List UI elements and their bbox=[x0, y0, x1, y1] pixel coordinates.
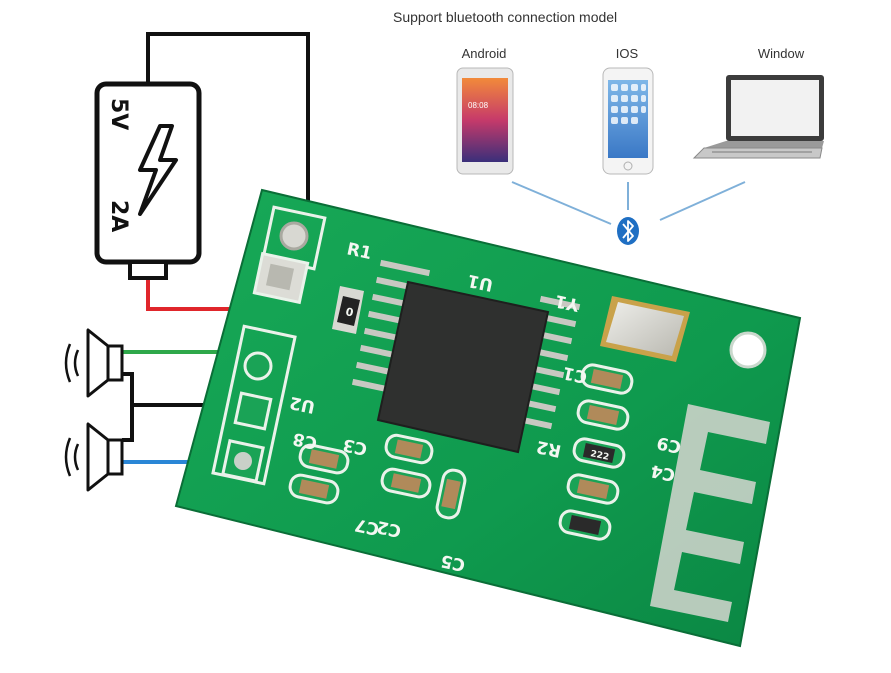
capacitor-c7 bbox=[380, 467, 432, 499]
resistor-value: 222 bbox=[589, 449, 609, 463]
power-pads bbox=[252, 205, 327, 305]
wire-speaker-common bbox=[122, 372, 134, 442]
mounting-hole bbox=[729, 331, 767, 369]
label-c8: C8 bbox=[291, 428, 319, 453]
label-c4: C4 bbox=[649, 460, 677, 485]
battery: 5V 2A bbox=[94, 81, 202, 280]
capacitor-c3 bbox=[384, 433, 434, 465]
panel-title: Support bluetooth connection model bbox=[393, 9, 617, 25]
wire-positive bbox=[146, 32, 310, 205]
laptop-icon bbox=[692, 75, 824, 159]
connection-lines bbox=[511, 181, 746, 225]
wire-negative bbox=[146, 278, 266, 311]
device-label-ios: IOS bbox=[616, 46, 639, 61]
device-label-android: Android bbox=[462, 46, 507, 61]
smd-components: 222 bbox=[288, 363, 634, 541]
battery-current: 2A bbox=[106, 200, 131, 232]
label-c2: C2 bbox=[375, 516, 403, 541]
speaker-left-icon bbox=[64, 328, 124, 398]
bluetooth-support-panel: Support bluetooth connection model Andro… bbox=[385, 0, 851, 248]
wires bbox=[122, 32, 310, 464]
bluetooth-icon bbox=[617, 217, 639, 245]
capacitor-c5 bbox=[435, 468, 467, 520]
capacitor-c8 bbox=[298, 443, 350, 475]
amplifier-chip bbox=[351, 259, 581, 454]
crystal-oscillator bbox=[600, 296, 690, 362]
iphone-icon bbox=[602, 67, 654, 175]
lightning-icon bbox=[138, 124, 178, 216]
label-c5: C5 bbox=[439, 550, 467, 575]
capacitor-c1 bbox=[580, 363, 634, 395]
battery-voltage: 5V bbox=[106, 98, 131, 130]
resistor-r1: 0 bbox=[332, 286, 364, 334]
label-c9: C9 bbox=[655, 432, 683, 457]
capacitor-c2 bbox=[288, 473, 340, 505]
capacitor-c4 bbox=[566, 473, 620, 505]
speaker-pads bbox=[211, 324, 297, 486]
label-c7: C7 bbox=[353, 514, 381, 539]
pcb-antenna bbox=[650, 404, 770, 622]
label-c3: C3 bbox=[341, 434, 369, 459]
android-phone-icon: 08:08 bbox=[456, 67, 514, 175]
capacitor-c9 bbox=[576, 399, 630, 431]
svg-text:08:08: 08:08 bbox=[468, 101, 489, 110]
speaker-right-icon bbox=[64, 422, 124, 492]
r1-marking: 0 bbox=[344, 305, 355, 319]
capacitor-c6 bbox=[558, 509, 612, 541]
label-c1: C1 bbox=[561, 362, 589, 387]
amplifier-board: 0 222 R1 U1 Y1 U2 C8 C3 C bbox=[174, 188, 802, 648]
device-label-window: Window bbox=[758, 46, 805, 61]
resistor-r2: 222 bbox=[572, 437, 626, 469]
